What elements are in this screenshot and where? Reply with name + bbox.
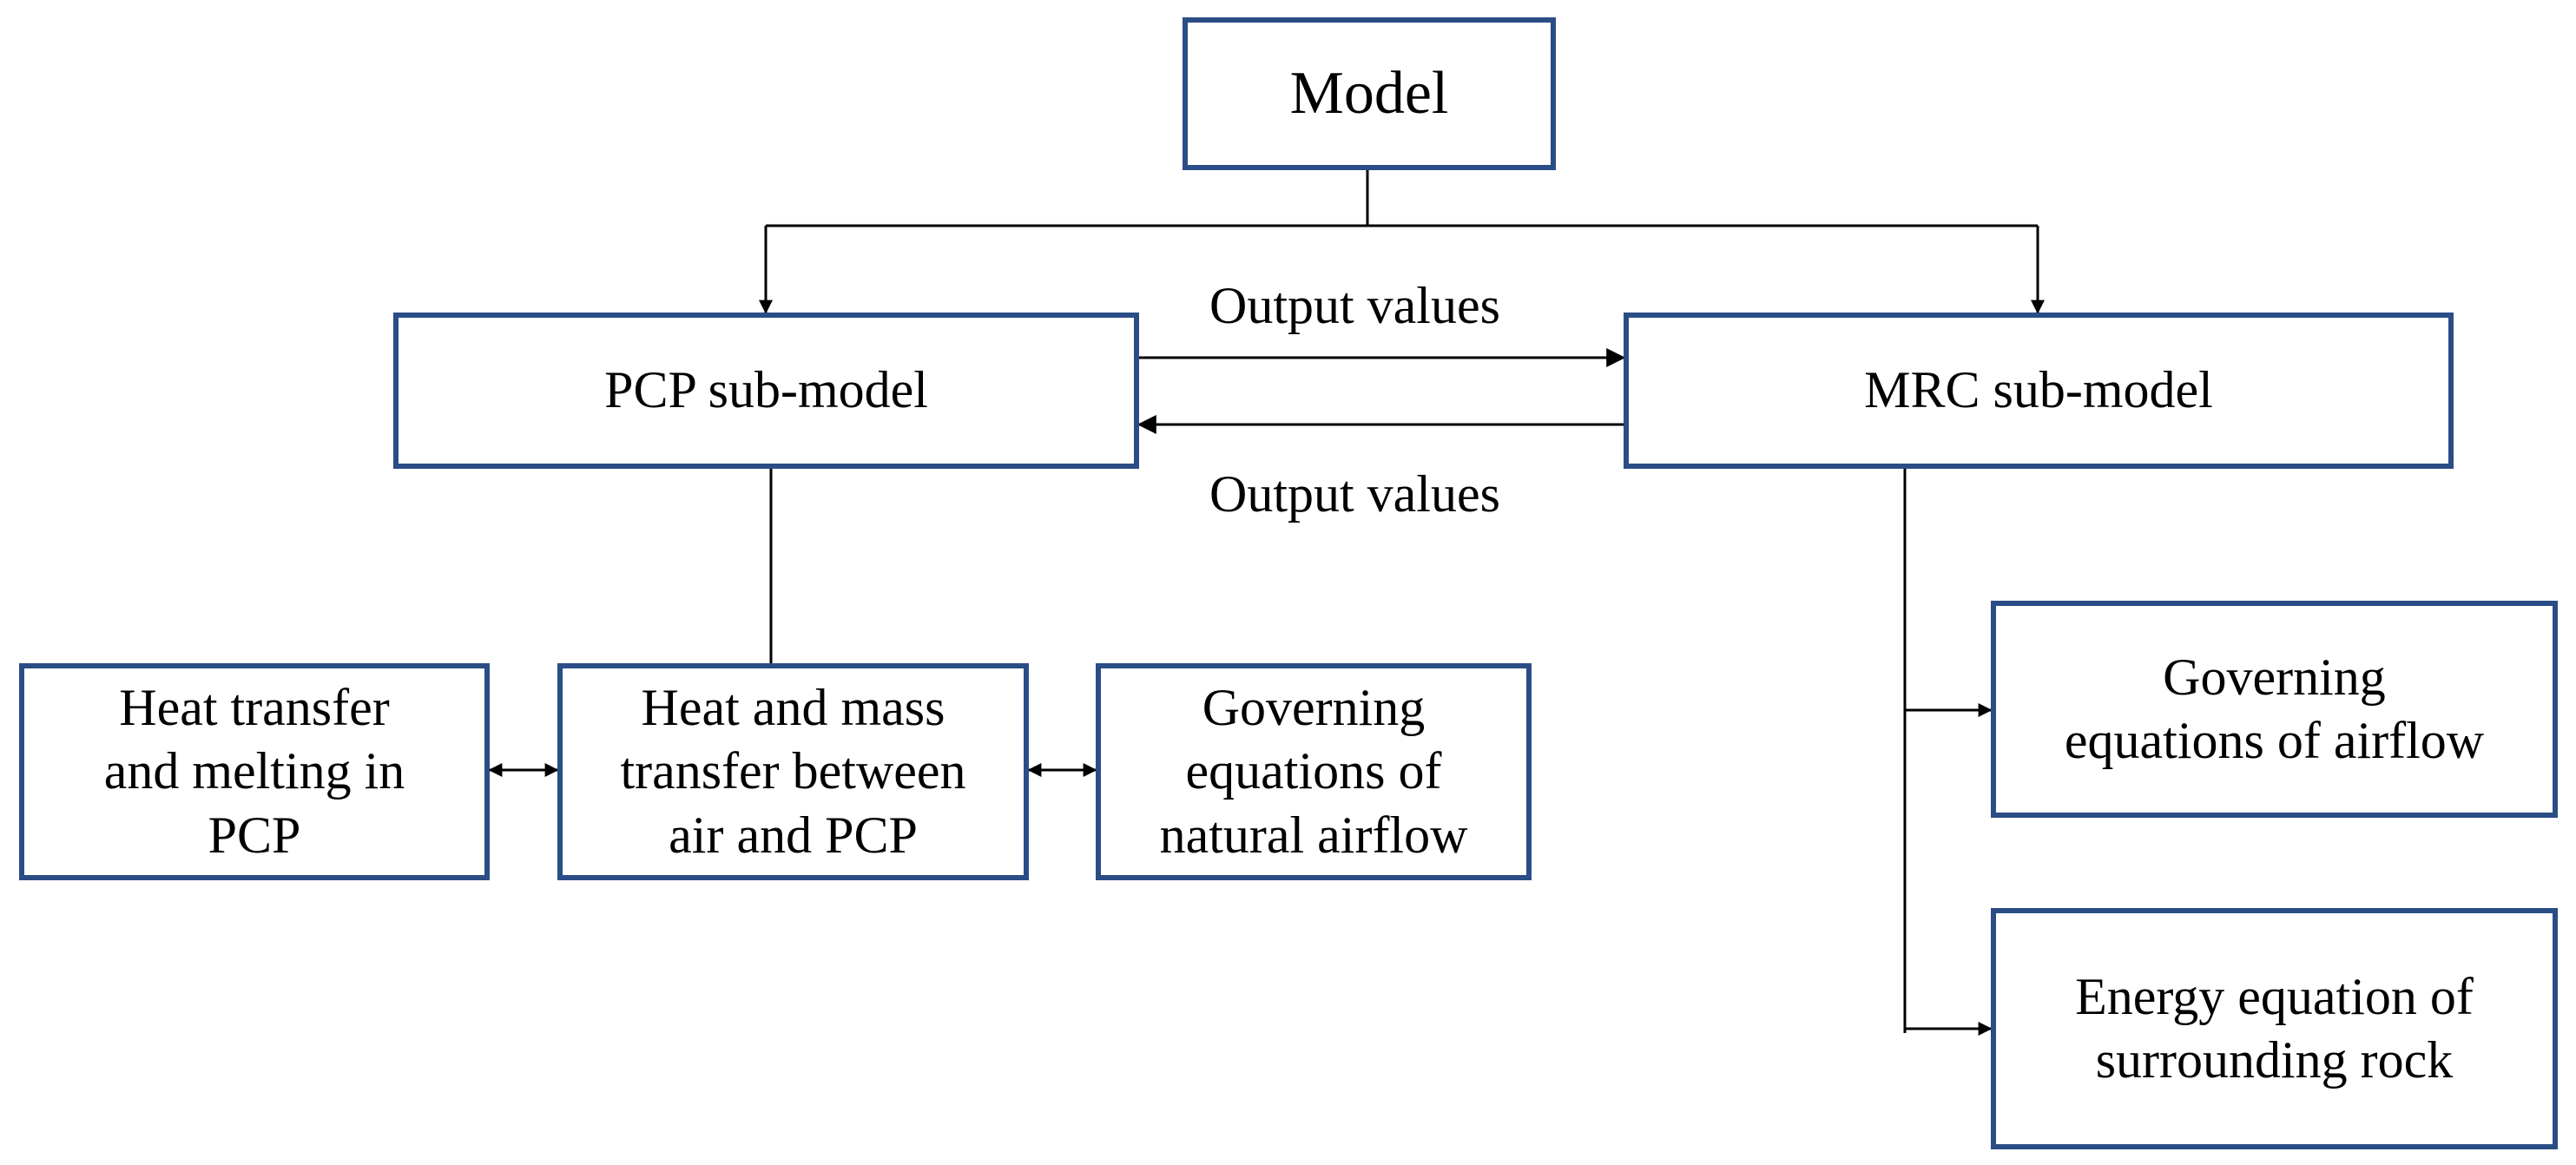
model-box: Model (1183, 17, 1556, 170)
heat-mass-transfer-box: Heat and mass transfer between air and P… (557, 663, 1029, 880)
energy-equation-rock-box: Energy equation of surrounding rock (1991, 908, 2558, 1149)
governing-natural-airflow-box: Governing equations of natural airflow (1096, 663, 1532, 880)
governing-airflow-box: Governing equations of airflow (1991, 601, 2558, 818)
output-values-label-top: Output values (1209, 277, 1500, 334)
heat-transfer-melting-box: Heat transfer and melting in PCP (19, 663, 490, 880)
mrc-sub-model-box: MRC sub-model (1624, 313, 2454, 469)
output-values-label-bottom: Output values (1209, 465, 1500, 523)
pcp-sub-model-box: PCP sub-model (393, 313, 1139, 469)
